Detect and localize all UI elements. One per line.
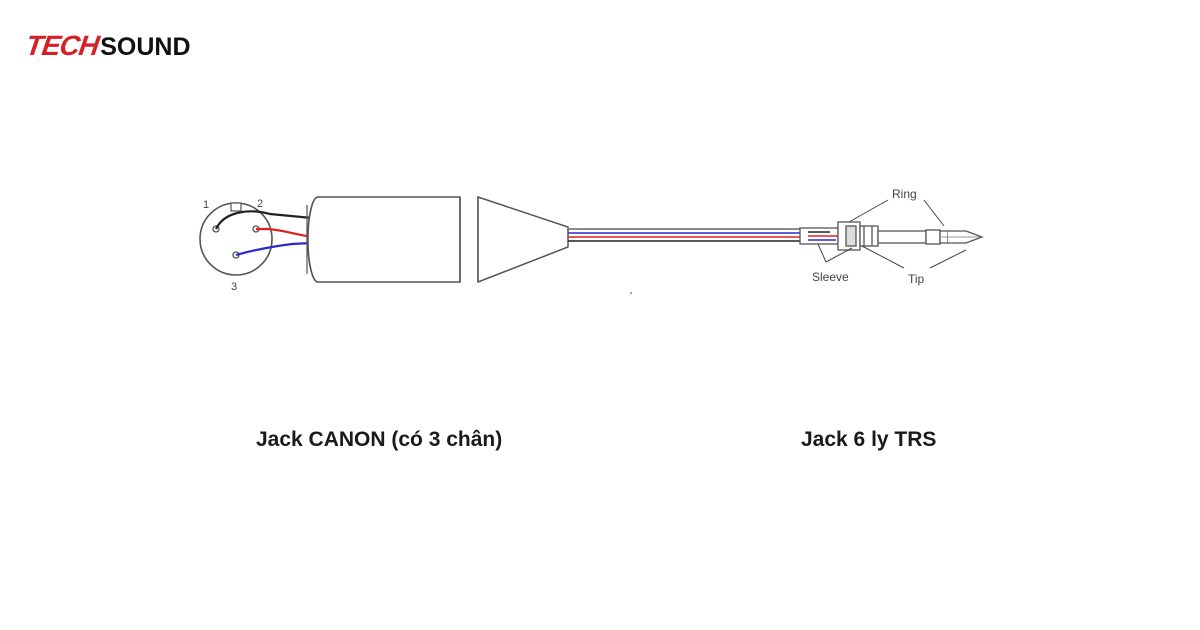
caption-xlr: Jack CANON (có 3 chân) xyxy=(256,428,503,451)
label-ring: Ring xyxy=(892,187,917,201)
wire-hot xyxy=(256,227,313,239)
xlr-plug-body xyxy=(306,195,569,284)
brand-logo: TECH SOUND xyxy=(24,30,191,62)
stray-dot xyxy=(630,292,632,294)
pin-label-3: 3 xyxy=(231,281,237,293)
pin-label-2: 2 xyxy=(257,198,263,210)
pin-label-1: 1 xyxy=(203,199,209,211)
caption-trs: Jack 6 ly TRS xyxy=(801,428,937,451)
trs-callouts xyxy=(817,199,967,269)
label-sleeve: Sleeve xyxy=(812,270,849,284)
trs-plug xyxy=(799,221,984,251)
audio-cable xyxy=(568,228,800,242)
xlr-wires xyxy=(215,210,313,257)
label-tip: Tip xyxy=(908,272,925,286)
wire-ground xyxy=(215,210,313,230)
wire-cold xyxy=(235,241,313,257)
xlr-pin-1 xyxy=(212,225,220,233)
logo-text-sound: SOUND xyxy=(100,33,191,61)
